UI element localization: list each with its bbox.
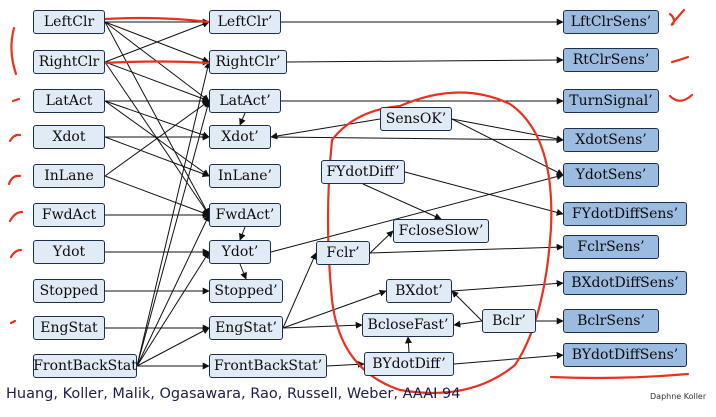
edge-frontbackstat-to-latact-p: [136, 100, 211, 367]
ink-bracket-left: [10, 26, 18, 76]
ink-arrow-leftclr: [103, 16, 211, 24]
node-stopped[interactable]: Stopped: [33, 279, 105, 303]
edge-bclr-p-to-bxdot-p: [451, 290, 483, 322]
edge-sensok-p-to-ydotsens-p: [451, 118, 564, 176]
edge-frontbackstat-to-ydot-p: [136, 251, 210, 367]
node-ydot-p[interactable]: Ydot’: [209, 240, 271, 264]
node-fclr-p[interactable]: Fclr’: [316, 241, 370, 265]
edge-xdot-to-inlane-p: [104, 136, 210, 178]
edge-inlane-to-fwdact-p: [104, 175, 210, 217]
node-bclr-p[interactable]: Bclr’: [482, 309, 536, 333]
node-lftclrsens-p[interactable]: LftClrSens’: [563, 10, 659, 34]
edge-inlane-to-latact-p: [104, 100, 210, 177]
edge-ydot-p-to-ydotsens-p: [270, 173, 564, 253]
node-stopped-p[interactable]: Stopped’: [209, 279, 283, 303]
ink-check-lftclrsens: [668, 8, 686, 26]
node-bclrsens-p[interactable]: BclrSens’: [563, 309, 659, 333]
ink-check-turnsignal: [668, 93, 694, 102]
edge-fclr-p-to-fclrsens-p: [369, 243, 564, 254]
node-leftclr-p[interactable]: LeftClr’: [209, 10, 281, 34]
node-rtclrsens-p[interactable]: RtClrSens’: [563, 48, 659, 72]
ink-tick-xdot: [8, 133, 22, 143]
node-fwdact-p[interactable]: FwdAct’: [209, 203, 281, 227]
node-bclosefast-p[interactable]: BcloseFast’: [362, 313, 454, 337]
node-rightclr[interactable]: RightClr: [33, 50, 105, 74]
node-bxdot-p[interactable]: BXdot’: [386, 279, 452, 303]
citation: Huang, Koller, Malik, Ogasawara, Rao, Ru…: [6, 386, 461, 402]
edge-engstat-p-to-fclr-p: [282, 252, 317, 329]
node-sensok-p[interactable]: SensOK’: [380, 107, 452, 131]
ink-circle: [326, 91, 553, 395]
edge-frontbackstat-to-fwdact-p: [136, 214, 210, 367]
node-inlane-p[interactable]: InLane’: [209, 164, 281, 188]
edge-bclr-p-to-bclosefast-p: [453, 320, 483, 328]
edge-bydotdiff-p-to-bydotdiffsens-p: [453, 352, 564, 365]
edge-latact-p-to-xdot-p: [239, 112, 246, 126]
node-frontbackstat[interactable]: FrontBackStat: [33, 354, 137, 378]
edge-xdot-p-to-xdotsens-p: [270, 136, 564, 144]
edge-engstat-p-to-bxdot-p: [282, 289, 387, 329]
node-frontbackstat-p[interactable]: FrontBackStat’: [209, 354, 327, 378]
edge-rightclr-p-to-rtclrsens-p: [286, 56, 564, 64]
edge-rightclr-to-latact-p: [104, 61, 210, 103]
edge-fclr-p-to-fcloseslow-p: [369, 230, 394, 254]
node-fwdact[interactable]: FwdAct: [33, 203, 105, 227]
node-turnsignal-p[interactable]: TurnSignal’: [563, 89, 659, 113]
node-latact-p[interactable]: LatAct’: [209, 89, 281, 113]
ink-arrow-rightclr: [103, 60, 212, 65]
node-bydotdiffsens-p[interactable]: BYdotDiffSens’: [563, 343, 687, 367]
node-inlane[interactable]: InLane: [33, 164, 105, 188]
edge-frontbackstat-to-engstat-p: [136, 327, 210, 367]
node-fclrsens-p[interactable]: FclrSens’: [563, 235, 659, 259]
node-engstat[interactable]: EngStat: [33, 316, 105, 340]
node-fydotdiffsens-p[interactable]: FYdotDiffSens’: [563, 202, 687, 226]
edge-sensok-p-to-xdotsens-p: [451, 118, 564, 143]
ink-tick-ydot: [9, 248, 23, 259]
node-xdotsens-p[interactable]: XdotSens’: [563, 128, 659, 152]
node-bxdotdiffsens-p[interactable]: BXdotDiffSens’: [563, 271, 687, 295]
edge-frontbackstat-to-rightclr-p: [136, 61, 211, 367]
node-rightclr-p[interactable]: RightClr’: [209, 50, 287, 74]
node-bydotdiff-p[interactable]: BYdotDiff’: [364, 352, 454, 376]
edge-ydot-p-to-stopped-p: [239, 263, 247, 280]
node-engstat-p[interactable]: EngStat’: [209, 316, 283, 340]
edge-sensok-p-to-xdot-p: [270, 118, 381, 140]
ink-tick-engstat: [9, 319, 17, 325]
node-xdot[interactable]: Xdot: [33, 125, 105, 149]
ink-tick-inlane: [7, 174, 22, 186]
ink-underline: [549, 372, 690, 380]
node-latact[interactable]: LatAct: [33, 89, 105, 113]
edge-fydotdiff-p-to-fydotdiffsens-p: [404, 171, 564, 216]
edge-rightclr-to-leftclr-p: [104, 20, 210, 63]
node-leftclr[interactable]: LeftClr: [33, 10, 105, 34]
edge-fwdact-p-to-ydot-p: [238, 226, 246, 241]
edge-latact-to-xdot-p: [104, 100, 210, 139]
node-fydotdiff-p[interactable]: FYdotDiff’: [321, 160, 405, 184]
ink-tick-latact: [11, 97, 21, 103]
ink-tick-fwdact: [8, 210, 24, 223]
node-ydot[interactable]: Ydot: [33, 240, 105, 264]
edge-engstat-p-to-bclosefast-p: [282, 321, 363, 329]
node-ydotsens-p[interactable]: YdotSens’: [563, 163, 659, 187]
edge-bydotdiff-p-to-bclosefast-p: [404, 336, 412, 353]
author-credit: Daphne Koller: [650, 392, 707, 401]
node-xdot-p[interactable]: Xdot’: [209, 125, 271, 149]
node-fcloseslow-p[interactable]: FcloseSlow’: [393, 219, 489, 243]
edge-fydotdiff-p-to-fcloseslow-p: [362, 183, 442, 220]
ink-check-rtclrsens: [670, 55, 690, 64]
